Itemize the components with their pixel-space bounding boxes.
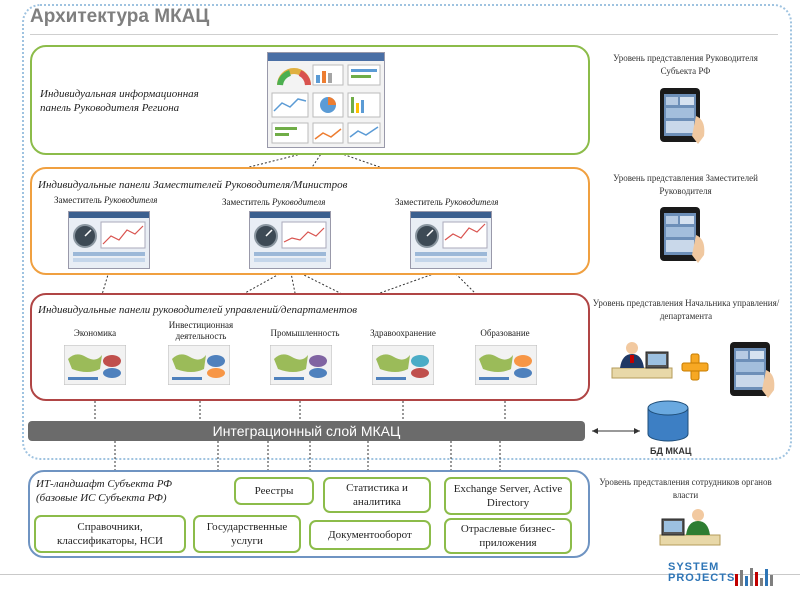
gov-services-box: Государственные услуги xyxy=(193,515,301,553)
deputy-label-3: Заместитель Руководителя xyxy=(395,197,498,207)
architecture-frame xyxy=(22,4,792,460)
user-at-desk-icon xyxy=(659,509,721,546)
system-projects-logo: SYSTEM PROJECTS xyxy=(668,562,735,584)
regional-head-text-line1: Индивидуальная информационная xyxy=(40,88,199,100)
industry-apps-box: Отраслевые бизнес-приложения xyxy=(444,518,572,554)
title-divider xyxy=(30,34,778,35)
registries-box: Реестры xyxy=(234,477,314,505)
category-education: Образование xyxy=(480,328,530,338)
tablet-icon xyxy=(660,88,705,144)
map-screenshot-icon xyxy=(168,345,230,385)
department-heads-panel-heading: Индивидуальные панели руководителей упра… xyxy=(38,304,357,316)
regional-head-panel-text: Индивидуальная информационная панель Рук… xyxy=(40,87,199,115)
it-landscape-title: ИТ-ландшафт Субъекта РФ (базовые ИС Субъ… xyxy=(36,477,172,505)
docflow-box: Документооборот xyxy=(309,520,431,550)
deputy-label-3-italic: Руководителя xyxy=(444,197,499,207)
database-label: БД МКАЦ xyxy=(650,446,692,456)
map-screenshot-icon xyxy=(475,345,537,385)
level-regional-head: Уровень представления Руководителя Субъе… xyxy=(613,53,758,76)
deputy-dashboard-preview-3 xyxy=(411,212,491,262)
deputy-label-1-italic: Руководителя xyxy=(103,195,158,205)
it-landscape-title-line1: ИТ-ландшафт Субъекта РФ xyxy=(36,478,173,490)
plus-icon xyxy=(681,353,709,381)
user-at-desk-icon xyxy=(611,342,673,379)
level-staff: Уровень представления сотрудников органо… xyxy=(599,477,772,500)
deputy-label-1: Заместитель Руководителя xyxy=(54,195,157,205)
tablet-icon xyxy=(730,342,775,398)
database-icon xyxy=(647,400,689,442)
deputy-label-2: Заместитель Руководителя xyxy=(222,197,325,207)
deputy-label-2-italic: Руководителя xyxy=(271,197,326,207)
deputies-panel-heading: Индивидуальные панели Заместителей Руков… xyxy=(38,179,348,191)
category-industry: Промышленность xyxy=(270,328,340,338)
map-screenshot-icon xyxy=(372,345,434,385)
deputy-dashboard-icon xyxy=(410,211,492,269)
deputy-label-3-role: Заместитель xyxy=(395,197,443,207)
deputy-dashboard-preview-2 xyxy=(250,212,330,262)
deputy-dashboard-icon xyxy=(68,211,150,269)
level-deputies: Уровень представления Заместителей Руков… xyxy=(613,173,758,196)
references-box: Справочники, классификаторы, НСИ xyxy=(34,515,186,553)
dashboard-preview xyxy=(268,53,384,144)
integration-layer-bar: Интеграционный слой МКАЦ xyxy=(28,421,585,441)
deputy-dashboard-icon xyxy=(249,211,331,269)
category-healthcare: Здравоохранение xyxy=(370,328,436,338)
level-department-heads: Уровень представления Начальника управле… xyxy=(592,298,780,321)
footer-divider xyxy=(0,574,800,575)
exchange-server-box: Exchange Server, Active Directory xyxy=(444,477,572,515)
page-title: Архитектура МКАЦ xyxy=(30,6,210,27)
logo-line1: SYSTEM xyxy=(668,561,720,573)
dashboard-screenshot-icon xyxy=(267,52,385,148)
statistics-box: Статистика и аналитика xyxy=(323,477,431,513)
logo-bars-icon xyxy=(735,568,773,586)
logo-line2: PROJECTS xyxy=(668,572,736,584)
it-landscape-title-line2: (базовые ИС Субъекта РФ) xyxy=(36,492,167,504)
regional-head-text-line2: панель Руководителя Региона xyxy=(40,102,180,114)
deputy-dashboard-preview-1 xyxy=(69,212,149,262)
category-economy: Экономика xyxy=(73,328,117,338)
map-screenshot-icon xyxy=(270,345,332,385)
deputy-label-1-role: Заместитель xyxy=(54,195,102,205)
map-screenshot-icon xyxy=(64,345,126,385)
deputy-label-2-role: Заместитель xyxy=(222,197,270,207)
tablet-icon xyxy=(660,207,705,263)
category-investment: Инвестиционная деятельность xyxy=(168,320,234,341)
